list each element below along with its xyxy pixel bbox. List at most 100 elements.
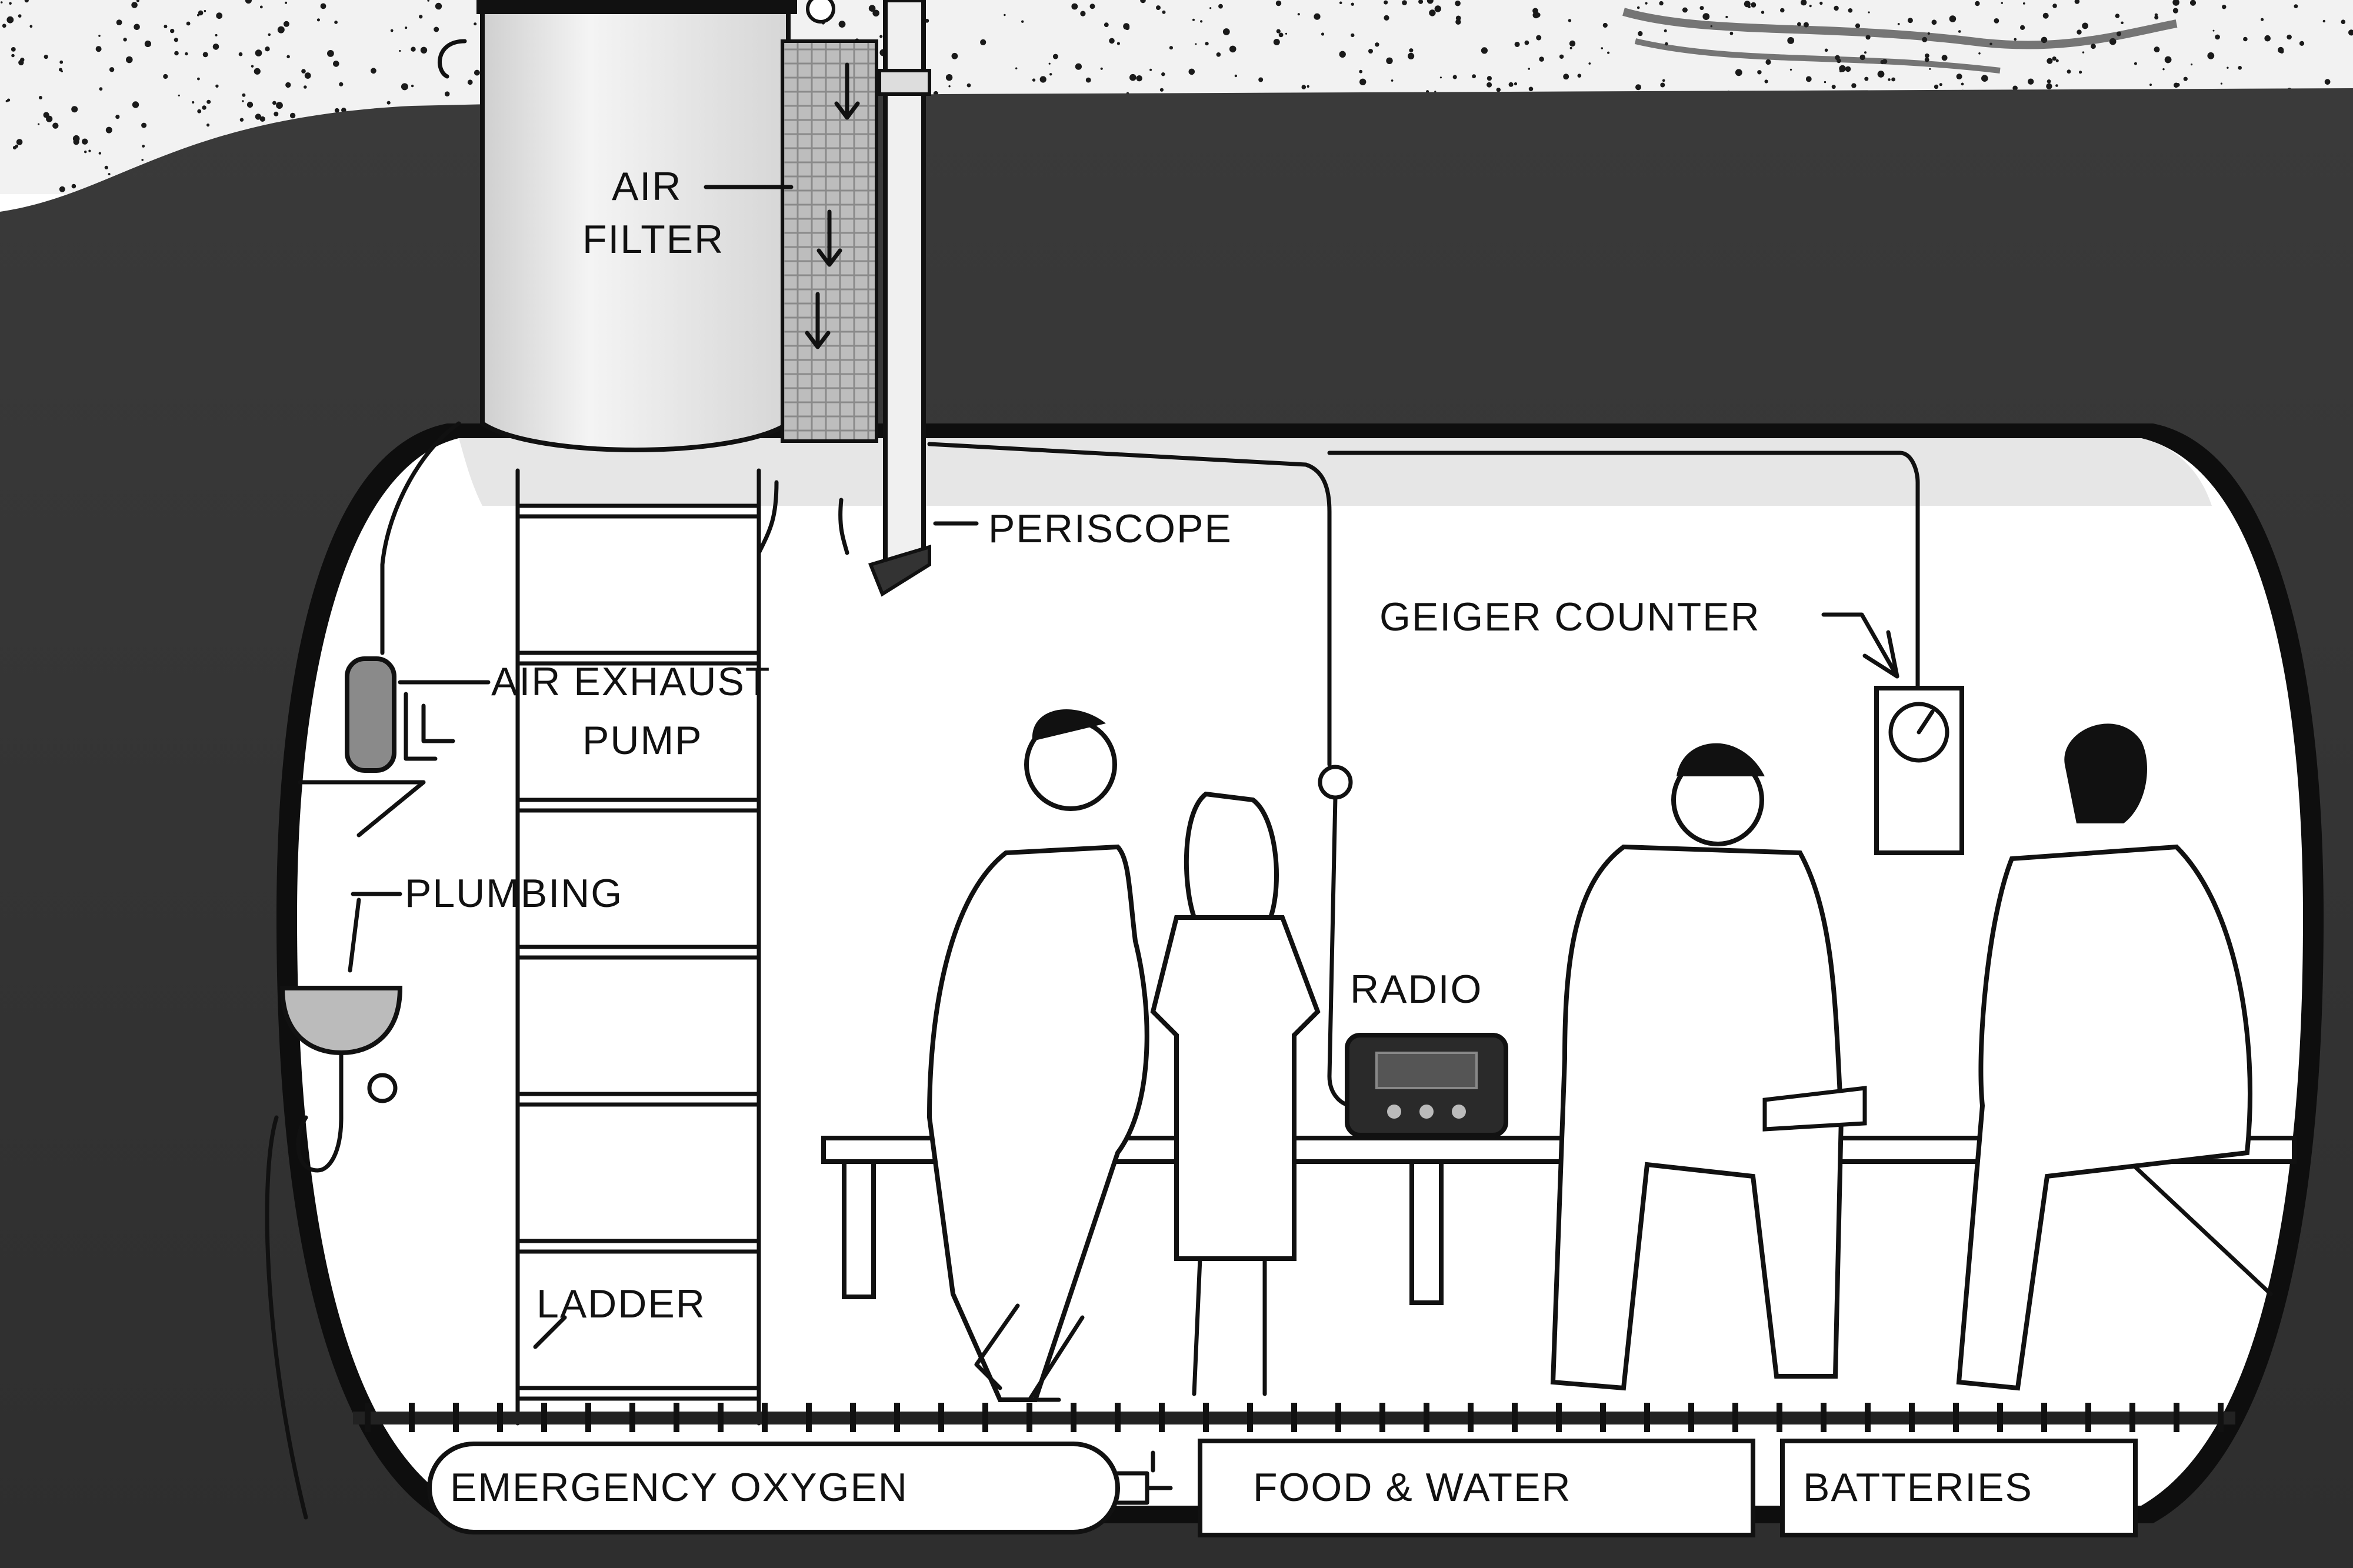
- soil-speckle: [1528, 68, 1530, 70]
- soil-speckle: [1789, 68, 1792, 71]
- soil-speckle: [1535, 12, 1541, 18]
- soil-speckle: [2055, 59, 2059, 62]
- soil-speckle: [2238, 66, 2242, 70]
- soil-speckle: [1868, 11, 1870, 14]
- soil-speckle: [872, 9, 879, 17]
- soil-speckle: [1765, 59, 1771, 65]
- periscope: [756, 0, 931, 597]
- soil-speckle: [2012, 85, 2018, 91]
- soil-speckle: [174, 38, 178, 42]
- soil-speckle: [1729, 31, 1734, 35]
- soil-speckle: [1402, 0, 1407, 5]
- soil-speckle: [1601, 47, 1604, 49]
- grate-tick: [585, 1403, 591, 1432]
- soil-speckle: [2028, 78, 2034, 85]
- grate-tick: [2218, 1403, 2224, 1432]
- soil-speckle: [239, 118, 244, 122]
- soil-speckle: [1744, 1, 1751, 8]
- soil-speckle: [1780, 8, 1785, 13]
- soil-speckle: [1925, 53, 1929, 58]
- soil-speckle: [2154, 46, 2160, 53]
- soil-speckle: [2191, 64, 2193, 66]
- soil-speckle: [386, 101, 391, 105]
- soil-speckle: [1408, 52, 1415, 59]
- soil-speckle: [2164, 56, 2172, 64]
- soil-speckle: [285, 1, 288, 4]
- man-center-figure: [1550, 743, 1867, 1391]
- periscope-label: PERISCOPE: [988, 506, 1232, 551]
- grate-tick: [806, 1403, 812, 1432]
- soil-speckle: [98, 152, 101, 155]
- soil-speckle: [206, 124, 210, 127]
- soil-speckle: [1339, 1, 1342, 5]
- soil-speckle: [59, 186, 65, 192]
- grate-tick: [850, 1403, 856, 1432]
- soil-speckle: [142, 145, 145, 148]
- soil-speckle: [136, 0, 139, 2]
- grate-tick: [1688, 1403, 1694, 1432]
- soil-speckle: [1638, 31, 1643, 36]
- grate-tick: [1115, 1403, 1121, 1432]
- soil-speckle: [254, 68, 261, 75]
- soil-speckle: [1314, 13, 1321, 20]
- soil-speckle: [61, 70, 64, 72]
- soil-speckle: [925, 18, 929, 23]
- soil-speckle: [265, 46, 270, 52]
- ladder-rung: [515, 1386, 761, 1401]
- soil-speckle: [419, 15, 423, 19]
- soil-speckle: [1140, 0, 1146, 4]
- soil-speckle: [84, 151, 87, 154]
- soil-speckle: [286, 55, 290, 59]
- soil-speckle: [1032, 78, 1036, 82]
- soil-speckle: [1577, 74, 1582, 78]
- grate-tick: [1335, 1403, 1341, 1432]
- grate-tick: [1291, 1403, 1297, 1432]
- soil-speckle: [2162, 68, 2165, 71]
- soil-speckle: [1563, 74, 1569, 80]
- plumbing-sink: [265, 986, 403, 1520]
- soil-speckle: [304, 85, 307, 89]
- ladder-rung: [515, 650, 761, 666]
- soil-speckle: [104, 165, 108, 169]
- soil-speckle: [1725, 15, 1728, 18]
- soil-speckle: [1496, 88, 1501, 92]
- soil-speckle: [215, 84, 219, 88]
- soil-speckle: [1831, 85, 1836, 89]
- soil-speckle: [1514, 42, 1520, 47]
- grate-tick: [1644, 1403, 1650, 1432]
- soil-speckle: [277, 26, 285, 34]
- floor-grate: [353, 1403, 2235, 1432]
- soil-speckle: [1931, 19, 1937, 25]
- soil-speckle: [1375, 42, 1379, 47]
- soil-speckle: [1439, 76, 1442, 79]
- soil-speckle: [1929, 68, 1931, 70]
- soil-speckle: [1200, 20, 1203, 23]
- grate-tick: [409, 1403, 415, 1432]
- soil-speckle: [966, 83, 971, 88]
- soil-speckle: [1508, 82, 1514, 87]
- girl-figure: [1150, 791, 1321, 1396]
- soil-speckle: [2287, 34, 2292, 40]
- soil-speckle: [2348, 29, 2353, 36]
- soil-speckle: [1682, 7, 1688, 13]
- soil-speckle: [186, 21, 191, 26]
- soil-speckle: [434, 26, 439, 32]
- grate-tick: [1379, 1403, 1385, 1432]
- soil-speckle: [1645, 2, 1648, 5]
- soil-speckle: [71, 184, 76, 189]
- soil-speckle: [276, 102, 283, 109]
- soil-speckle: [2082, 51, 2085, 54]
- soil-speckle: [1845, 66, 1851, 72]
- soil-speckle: [1956, 74, 1962, 80]
- soil-speckle: [1234, 74, 1238, 78]
- soil-speckle: [838, 21, 846, 28]
- grate-tick: [1071, 1403, 1076, 1432]
- soil-speckle: [2091, 44, 2096, 49]
- soil-speckle: [1359, 78, 1367, 85]
- soil-speckle: [2278, 46, 2284, 54]
- soil-speckle: [1109, 38, 1115, 44]
- soil-speckle: [1275, 0, 1282, 6]
- grate-tick: [2129, 1403, 2135, 1432]
- grate-tick: [2174, 1403, 2179, 1432]
- soil-speckle: [72, 135, 80, 142]
